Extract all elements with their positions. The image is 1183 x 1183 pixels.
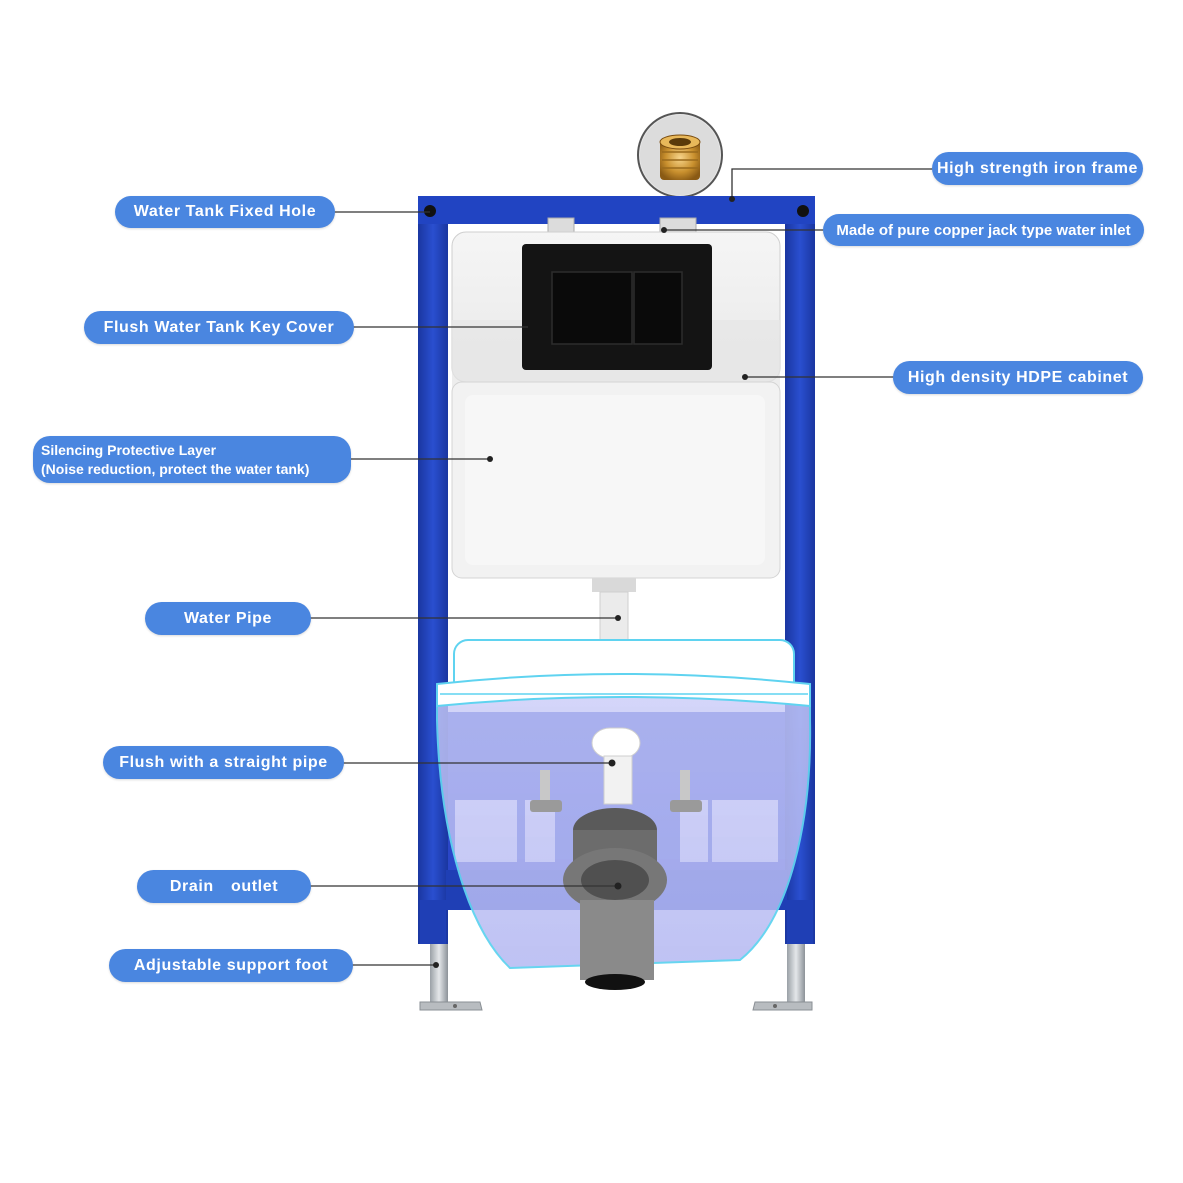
label-key-cover: Flush Water Tank Key Cover bbox=[84, 311, 354, 344]
label-silencing-line2: (Noise reduction, protect the water tank… bbox=[41, 460, 310, 477]
label-silencing-layer: Silencing Protective Layer (Noise reduct… bbox=[33, 436, 351, 483]
label-iron-frame: High strength iron frame bbox=[932, 152, 1143, 185]
leader-lines bbox=[310, 168, 936, 966]
mounting-bolts bbox=[530, 770, 702, 812]
flush-key-cover bbox=[522, 244, 712, 370]
leader-iron-frame bbox=[731, 168, 936, 199]
support-foot-right bbox=[752, 940, 813, 1011]
copper-inlet-inset bbox=[637, 112, 723, 198]
label-silencing-line1: Silencing Protective Layer bbox=[41, 441, 217, 458]
label-support-foot: Adjustable support foot bbox=[109, 949, 353, 982]
label-fixed-hole: Water Tank Fixed Hole bbox=[115, 196, 335, 228]
label-hdpe-cabinet: High density HDPE cabinet bbox=[893, 361, 1143, 394]
leader-dots bbox=[433, 196, 748, 968]
label-drain-outlet: Drain outlet bbox=[137, 870, 311, 903]
label-copper-inlet: Made of pure copper jack type water inle… bbox=[823, 214, 1144, 246]
label-water-pipe: Water Pipe bbox=[145, 602, 311, 635]
drain-outlet bbox=[563, 808, 667, 990]
support-foot-left bbox=[419, 940, 483, 1011]
label-straight-pipe: Flush with a straight pipe bbox=[103, 746, 344, 779]
